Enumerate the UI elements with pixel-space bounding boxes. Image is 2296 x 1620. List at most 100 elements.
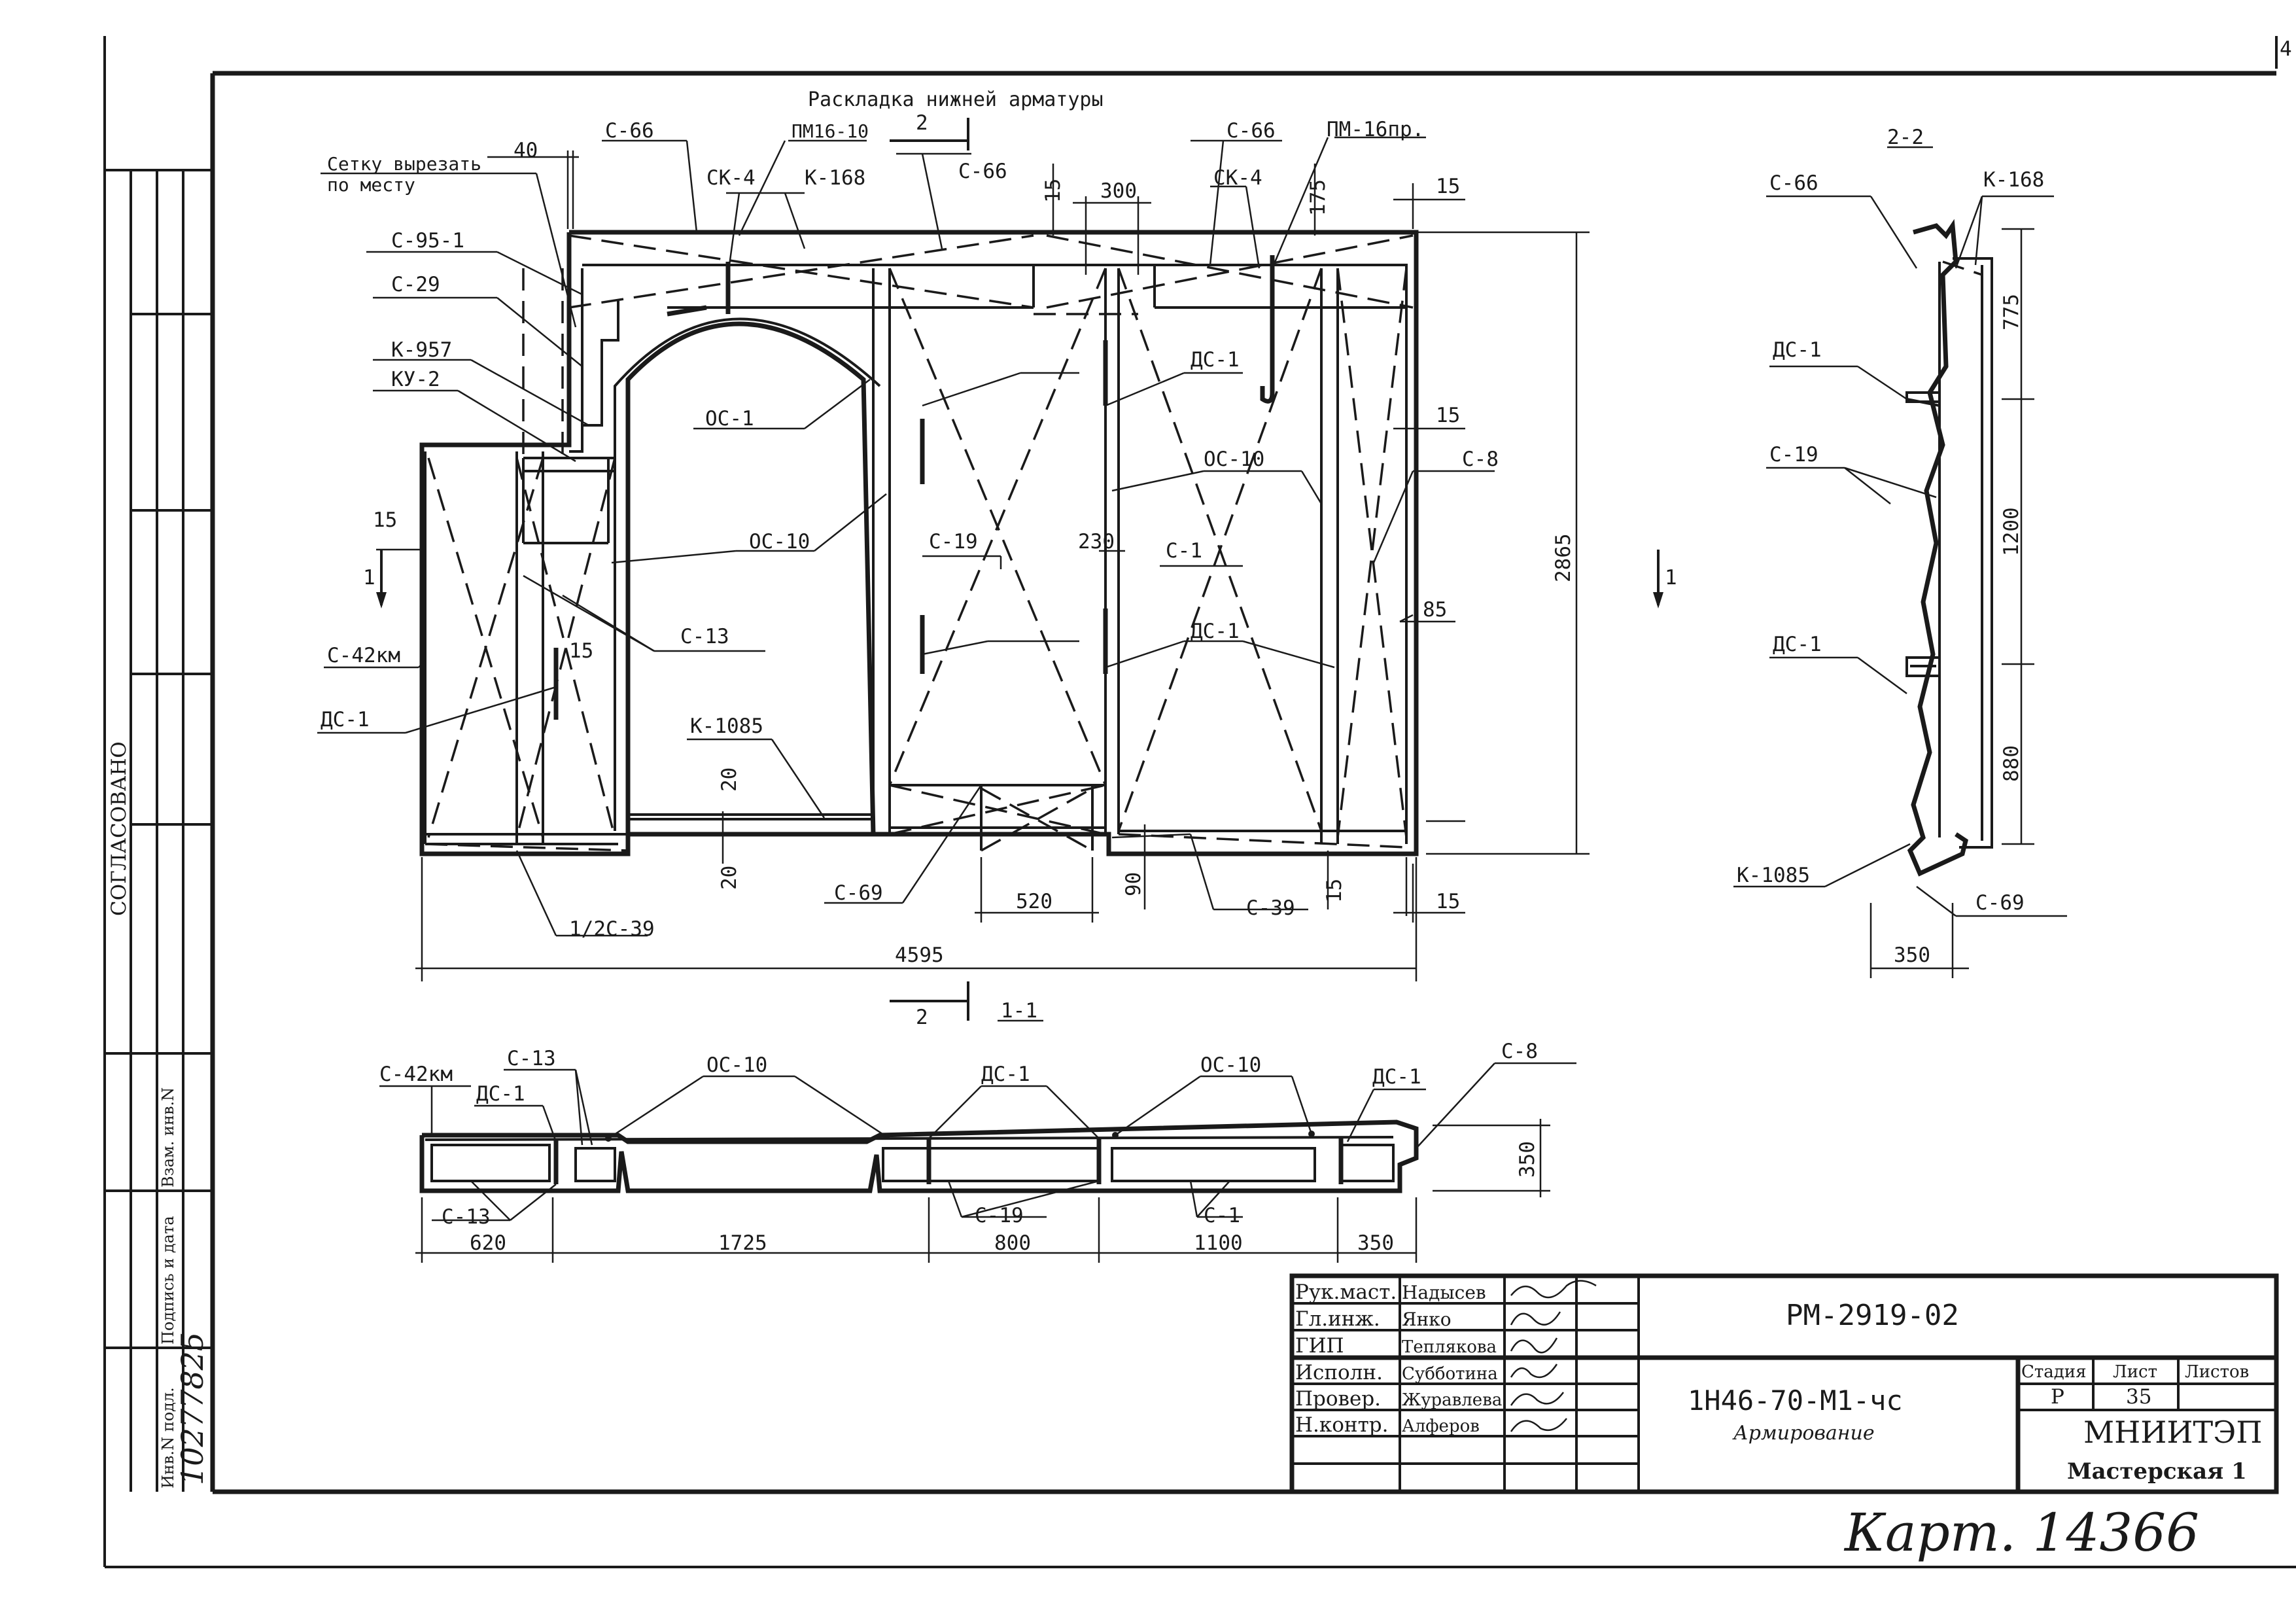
- sheet-header: Лист: [2113, 1362, 2157, 1382]
- role-1: Гл.инж.: [1295, 1307, 1380, 1331]
- plan-title: Раскладка нижней арматуры: [808, 88, 1104, 111]
- s11-dc1-b: ДС-1: [981, 1063, 1030, 1086]
- c13-label: С-13: [680, 625, 729, 648]
- dim-20-a: 20: [718, 767, 741, 792]
- s11-dim-350-h: 350: [1357, 1231, 1394, 1255]
- reinforcement-mesh-dashed: [425, 234, 1414, 852]
- sheets-header: Листов: [2185, 1362, 2249, 1382]
- subtitle: Армирование: [1732, 1422, 1875, 1445]
- role-4: Провер.: [1295, 1387, 1381, 1411]
- doc-code: РМ-2919-02: [1786, 1299, 1959, 1332]
- dc1-label-2: ДС-1: [1191, 620, 1240, 643]
- dim-15-a: 15: [1041, 179, 1065, 203]
- dim-520: 520: [1016, 890, 1052, 913]
- org-name: МНИИТЭП: [2083, 1415, 2262, 1450]
- name-1: Янко: [1402, 1309, 1452, 1330]
- signature-2: [1510, 1337, 1558, 1354]
- dim-230: 230: [1078, 530, 1115, 554]
- s11-oc10-b: ОС-10: [1200, 1053, 1261, 1077]
- s11-oc10-a: ОС-10: [706, 1053, 767, 1077]
- workshop-name: Мастерская 1: [2067, 1458, 2247, 1485]
- s22-dc1-b: ДС-1: [1773, 633, 1822, 656]
- s11-dim-620: 620: [470, 1231, 506, 1255]
- name-4: Журавлева: [1402, 1390, 1502, 1410]
- c39-label: С-39: [1246, 896, 1295, 920]
- signature-4: [1510, 1392, 1565, 1406]
- side-stamp: [105, 169, 213, 1492]
- plan-bars: [553, 255, 1275, 720]
- title-block: [1289, 1273, 2279, 1494]
- section-22-labels: С-66 К-168 ДС-1 С-19 ДС-1 К-1085 С-69 77…: [1737, 168, 2044, 967]
- plan-leaders: [317, 136, 1495, 937]
- dim-2865: 2865: [1552, 533, 1575, 582]
- signature-1: [1510, 1311, 1561, 1326]
- s11-c1: С-1: [1204, 1204, 1240, 1227]
- s22-dim-350: 350: [1894, 943, 1930, 967]
- signature-3: [1510, 1364, 1558, 1379]
- c1-label: С-1: [1166, 539, 1202, 563]
- section-2-mark-top: 2: [916, 111, 928, 135]
- s22-dc1-a: ДС-1: [1773, 338, 1822, 362]
- s11-c8: С-8: [1501, 1040, 1538, 1063]
- c42km-label: С-42км: [327, 644, 400, 667]
- s11-c42km: С-42км: [379, 1063, 453, 1086]
- oc1-label: ОС-1: [705, 407, 754, 431]
- dim-85: 85: [1423, 598, 1447, 622]
- sheet-corner-number: 4: [2280, 37, 2292, 61]
- dim-20-b: 20: [718, 866, 741, 890]
- pm16-10-label: ПМ16-10: [791, 120, 869, 142]
- s11-dc1-c: ДС-1: [1372, 1065, 1421, 1089]
- inv-number: 10277825: [175, 1332, 210, 1485]
- section-11-profile: [419, 1119, 1419, 1193]
- dim-175: 175: [1306, 179, 1330, 216]
- s11-dc1-a: ДС-1: [476, 1082, 525, 1106]
- dim-4595: 4595: [895, 943, 944, 967]
- section-22-profile: [1905, 219, 1993, 877]
- pm16pr-label: ПМ-16пр.: [1327, 118, 1424, 141]
- s11-c13-bottom: С-13: [442, 1205, 491, 1229]
- s22-c69: С-69: [1975, 891, 2025, 915]
- c19-label: С-19: [929, 530, 978, 554]
- agreed-label: СОГЛАСОВАНО: [107, 741, 131, 916]
- role-2: ГИП: [1295, 1334, 1344, 1358]
- s22-c19: С-19: [1769, 443, 1818, 467]
- role-5: Н.контр.: [1295, 1413, 1388, 1437]
- sign-date-label: Подпись и дата: [159, 1216, 177, 1345]
- name-2: Теплякова: [1402, 1337, 1497, 1357]
- cut-note-line1: Сетку вырезать: [327, 153, 481, 175]
- dim-300: 300: [1100, 179, 1137, 203]
- s22-dim-880: 880: [2000, 745, 2023, 782]
- stage-value: Р: [2051, 1385, 2064, 1409]
- cut-note-line2: по месту: [327, 174, 415, 196]
- archive-note: Карт. 14366: [1843, 1502, 2199, 1563]
- plan-labels: ПМ16-10 2 С-66 С-66 С-66 ПМ-16пр. Сетку …: [321, 111, 1677, 1029]
- oc10-label-2: ОС-10: [749, 530, 810, 554]
- section-11-dims: [379, 1062, 1576, 1263]
- name-3: Субботина: [1402, 1364, 1498, 1384]
- s22-dim-775: 775: [2000, 294, 2023, 330]
- dim-15-f: 15: [1323, 879, 1346, 903]
- section-22-dims: [1733, 195, 2067, 978]
- s22-c66: С-66: [1769, 171, 1818, 195]
- panel-plan-outline: [419, 230, 1419, 856]
- sheet-value: 35: [2126, 1385, 2151, 1409]
- ck4-label-2: СК-4: [1213, 166, 1262, 190]
- c8-label: С-8: [1462, 448, 1499, 471]
- s11-dim-800: 800: [994, 1231, 1031, 1255]
- section-2-mark-bottom: 2: [916, 1006, 928, 1029]
- name-0: Надысев: [1402, 1282, 1486, 1303]
- c95-1-label: С-95-1: [391, 229, 464, 253]
- c66-label-3: С-66: [958, 160, 1007, 183]
- k168-label: К-168: [805, 166, 865, 190]
- s22-dim-1200: 1200: [2000, 507, 2023, 556]
- plan-dimensions: [376, 118, 1663, 1021]
- dim-90: 90: [1122, 872, 1145, 896]
- section-1-mark-right: 1: [1665, 566, 1677, 590]
- dim-15-b: 15: [1436, 175, 1460, 198]
- s11-dim-1100: 1100: [1194, 1231, 1243, 1255]
- c66-label-2: С-66: [1226, 119, 1276, 143]
- dc1-label-3: ДС-1: [321, 708, 370, 731]
- dim-15-g: 15: [1436, 890, 1460, 913]
- c66-label-1: С-66: [605, 119, 654, 143]
